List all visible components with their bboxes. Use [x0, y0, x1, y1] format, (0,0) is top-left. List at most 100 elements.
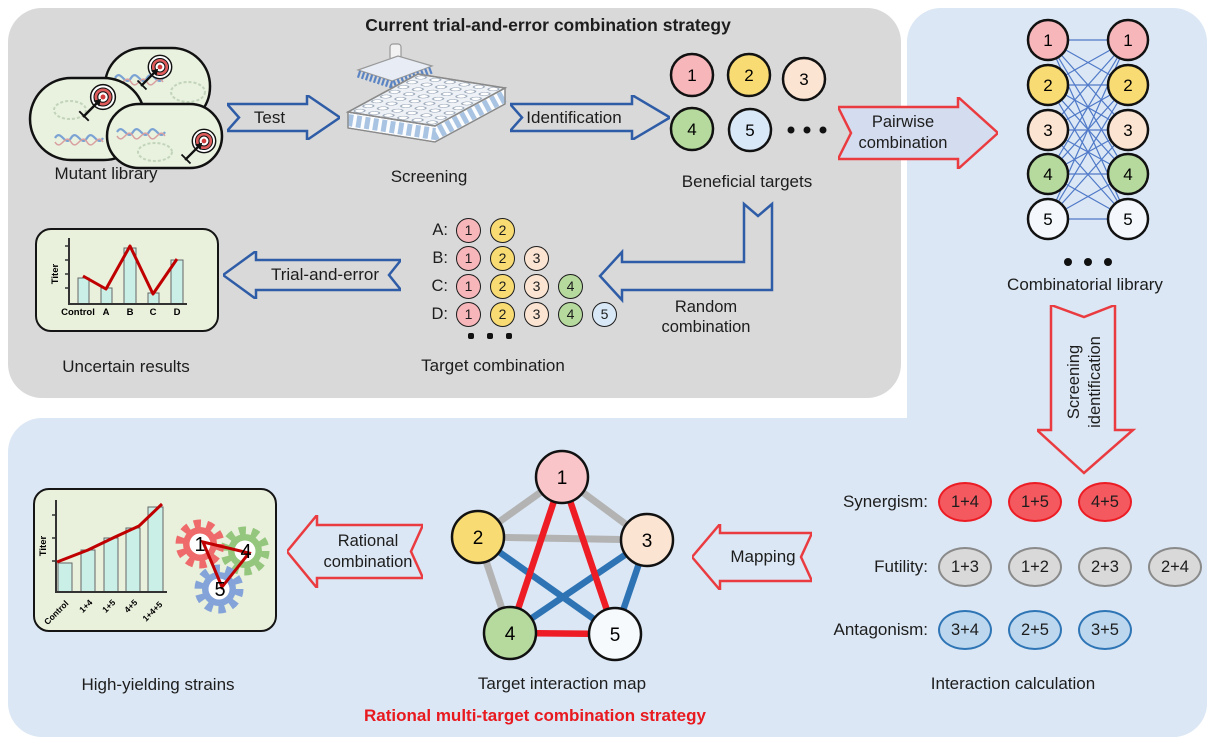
ellipsis-dots [1064, 258, 1112, 266]
right-arrow-shape [838, 97, 998, 169]
uncertain-results-card: Titer Control A B C D [35, 228, 219, 332]
current-strategy-title: Current trial-and-error combination stra… [365, 15, 731, 35]
rational-combination-arrow: Rational combination [287, 515, 423, 588]
x-tick: D [174, 307, 181, 318]
combination-row-d: D: 1 2 3 4 5 [418, 300, 626, 328]
combo-circle-4: 4 [558, 273, 583, 299]
random-line2: combination [661, 318, 751, 336]
rational-strategy-title: Rational multi-target combination strate… [364, 706, 706, 725]
right-arrow-shape [510, 95, 670, 140]
futility-pair: 2+4 [1148, 547, 1202, 587]
random-combination-label: Random combination [636, 297, 776, 337]
gear-number: 4 [240, 541, 251, 563]
x-tick: A [103, 307, 110, 318]
combination-row-a: A: 1 2 [418, 216, 626, 244]
svg-text:2: 2 [473, 528, 484, 549]
x-tick: 4+5 [122, 597, 139, 614]
row-label: A: [432, 220, 448, 239]
combo-circle-3: 3 [524, 301, 549, 327]
identification-arrow: Identification [510, 95, 670, 140]
gear-number: 1 [194, 534, 205, 556]
row-label: B: [432, 248, 448, 267]
svg-text:5: 5 [1043, 210, 1052, 229]
x-tick: 1+5 [100, 597, 117, 614]
uncertain-results-label: Uncertain results [62, 357, 190, 376]
svg-text:3: 3 [1043, 121, 1052, 140]
high-yielding-card: Titer Control 1+4 1+5 4+5 1+4+5 1 4 5 [33, 488, 277, 632]
combo-circle-3: 3 [524, 273, 549, 299]
futility-row: Futility: 1+3 1+2 2+3 2+4 [816, 547, 1215, 587]
synergism-row: Synergism: 1+4 1+5 4+5 [816, 482, 1148, 522]
map-node-numbers: 1 2 3 4 5 [473, 468, 653, 646]
test-arrow-label: Test [253, 107, 286, 127]
interaction-calculation-label: Interaction calculation [930, 674, 1096, 693]
high-yield-chart-and-gears: Titer Control 1+4 1+5 4+5 1+4+5 1 4 5 [38, 500, 270, 625]
combo-circle-4: 4 [558, 301, 583, 327]
gear-number: 5 [214, 579, 225, 601]
combo-circle-1: 1 [456, 245, 481, 271]
identification-arrow-label: Identification [526, 107, 622, 127]
rational-line1: Rational [337, 531, 399, 550]
elbow-arrow-shape [598, 201, 774, 304]
combo-circle-2: 2 [490, 301, 515, 327]
svg-text:4: 4 [1123, 165, 1132, 184]
row-label: C: [431, 276, 449, 295]
svg-text:5: 5 [610, 625, 621, 646]
pairwise-combination-arrow: Pairwise combination [838, 97, 998, 169]
target-circle-2 [726, 52, 772, 98]
combo-circle-1: 1 [456, 301, 481, 327]
target-number: 3 [799, 70, 808, 89]
target-circle-3 [781, 56, 827, 102]
screening-identification-label: Screening identification [1064, 307, 1106, 457]
combination-row-b: B: 1 2 3 [418, 244, 626, 272]
synergism-label: Synergism: [842, 492, 928, 511]
svg-text:2: 2 [1123, 76, 1132, 95]
left-arrow-shape [223, 251, 401, 299]
map-nodes [450, 449, 675, 662]
svg-text:4: 4 [1043, 165, 1052, 184]
x-tick: 1+4 [77, 597, 94, 614]
target-number: 2 [744, 66, 753, 85]
combo-circle-1: 1 [456, 273, 481, 299]
combo-circle-3: 3 [524, 245, 549, 271]
antagonism-row: Antagonism: 3+4 2+5 3+5 [816, 610, 1148, 650]
ellipsis-dots [787, 126, 827, 134]
left-arrow-shape [287, 515, 423, 588]
mutant-library-cells-illustration [28, 46, 224, 170]
x-tick: Control [61, 307, 95, 318]
combo-circle-1: 1 [456, 217, 481, 243]
x-tick: Control [42, 598, 70, 625]
y-ticks [65, 245, 69, 289]
svg-text:1: 1 [557, 468, 568, 489]
svg-text:2: 2 [1043, 76, 1052, 95]
svg-text:1: 1 [1123, 31, 1132, 50]
left-arrow-shape [692, 524, 812, 590]
row-label: D: [431, 304, 449, 323]
antagonism-label: Antagonism: [833, 620, 929, 639]
down-arrow-shape [1037, 305, 1137, 475]
chart-axes [55, 500, 167, 593]
x-tick: B [127, 307, 134, 318]
target-circle-1 [669, 52, 715, 98]
svg-text:1: 1 [1043, 31, 1052, 50]
rational-line2: combination [323, 552, 413, 571]
y-axis-label: Titer [50, 263, 61, 284]
svg-text:4: 4 [505, 624, 516, 645]
uncertain-results-chart: Titer Control A B C D [50, 238, 187, 318]
combo-circle-5: 5 [592, 301, 617, 327]
target-circle-5 [727, 107, 773, 153]
screening-plate-illustration [345, 43, 508, 143]
mapping-arrow-label: Mapping [730, 547, 796, 566]
trial-and-error-label: Trial-and-error [270, 265, 379, 284]
antagonism-pair: 3+5 [1078, 610, 1132, 650]
cell-bottom [105, 102, 224, 170]
synergism-pair: 4+5 [1078, 482, 1132, 522]
high-yielding-strains-label: High-yielding strains [81, 675, 235, 694]
trend-line [56, 502, 164, 564]
y-ticks [52, 514, 56, 562]
combinatorial-library-label: Combinatorial library [1007, 275, 1163, 294]
library-nodes [1026, 18, 1150, 241]
